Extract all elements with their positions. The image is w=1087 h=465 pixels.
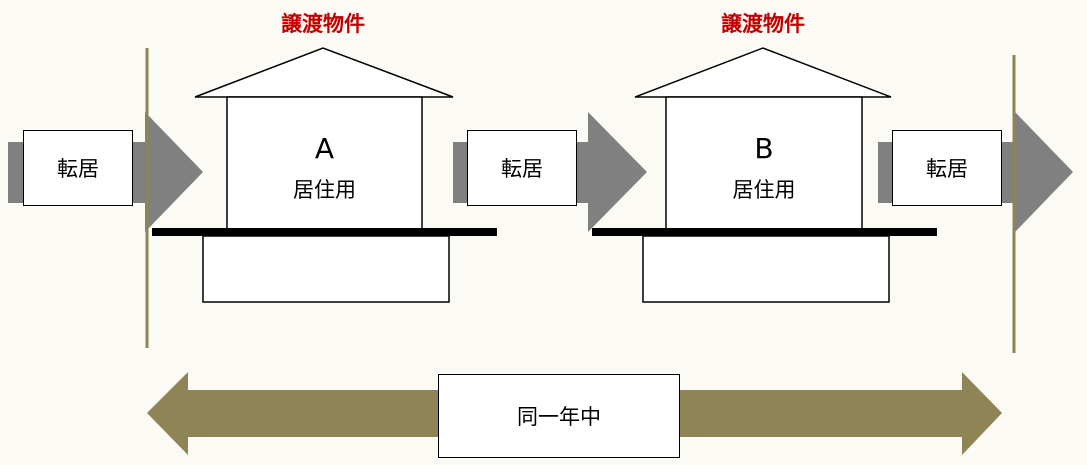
transfer-property-label-a: 譲渡物件 xyxy=(281,12,365,36)
relocation-box-3: 転居 xyxy=(892,130,1002,206)
house-b-letter: B xyxy=(754,132,774,165)
house-a-basement xyxy=(202,235,450,303)
house-b-basement xyxy=(642,235,890,303)
relocation-box-2: 転居 xyxy=(467,130,577,206)
house-b-roof xyxy=(634,47,892,98)
house-a-body xyxy=(226,96,423,230)
house-b-residential: 居住用 xyxy=(732,178,796,202)
house-a-letter: A xyxy=(314,132,335,165)
house-a-ground xyxy=(152,228,497,236)
house-a-residential: 居住用 xyxy=(293,178,356,202)
house-a-roof xyxy=(194,47,454,98)
same-year-box: 同一年中 xyxy=(438,374,680,458)
relocation-box-1: 転居 xyxy=(23,130,133,206)
house-b-body xyxy=(665,96,863,230)
house-b-ground xyxy=(592,228,937,236)
transfer-property-label-b: 譲渡物件 xyxy=(721,12,805,36)
